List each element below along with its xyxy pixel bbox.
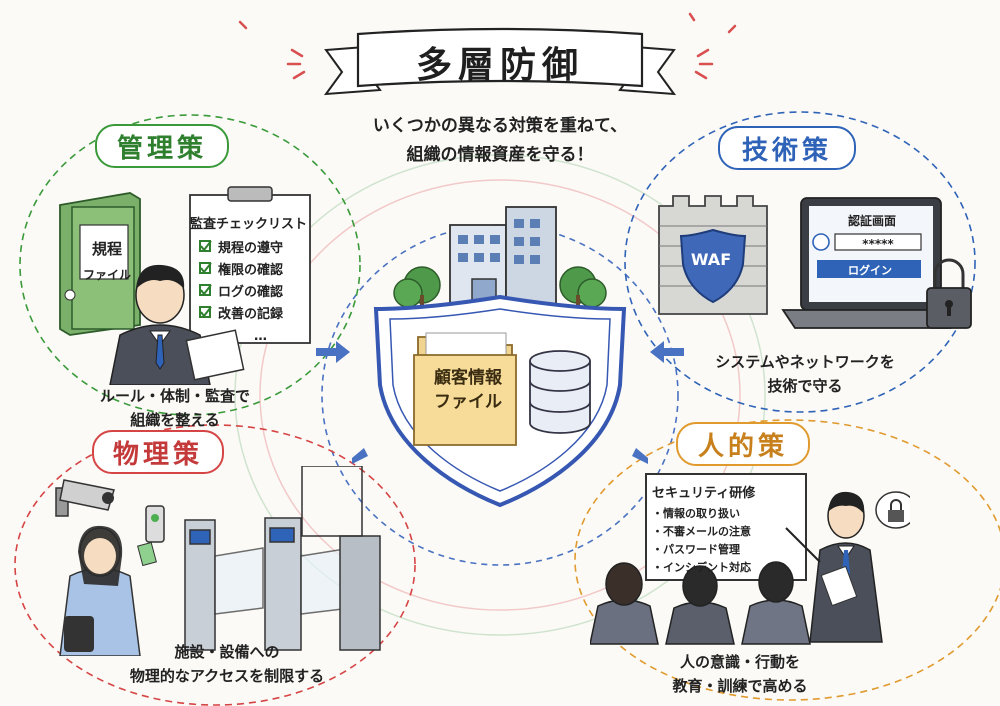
technical-label: 技術策 [718, 126, 856, 170]
board-item: ・不審メールの注意 [652, 525, 751, 538]
board-item: ・インシデント対応 [652, 561, 751, 574]
database-icon [529, 350, 591, 434]
building-icon [449, 206, 557, 306]
checklist-title: 監査チェックリスト [190, 217, 308, 232]
center-illustration [373, 206, 627, 508]
user-icon [812, 233, 830, 251]
management-circle [19, 114, 361, 416]
caption-line: 技術で守る [767, 377, 843, 395]
password-field: ***** [862, 237, 894, 251]
technical-illustration [658, 195, 972, 329]
sparkle-marks [238, 12, 737, 80]
arrow-right-bottom [632, 448, 648, 464]
board-items: ・情報の取り扱い ・不審メールの注意 ・パスワード管理 ・インシデント対応 [652, 505, 812, 577]
arrow-right-top [650, 341, 684, 363]
waf-shield-icon [679, 228, 747, 304]
binder-label: 規程 ファイル [82, 236, 132, 288]
subtitle: いくつかの異なる対策を重ねて、 組織の情報資産を守る！ [360, 112, 640, 170]
padlock-icon [926, 258, 972, 329]
board-item: ・パスワード管理 [652, 543, 740, 556]
auth-title: 認証画面 [847, 214, 896, 228]
checklist-item: ログの確認 [218, 285, 284, 300]
board-title: セキュリティ研修 [652, 486, 756, 501]
subtitle-line: 組織の情報資産を守る！ [406, 145, 594, 165]
caption-line: 人の意識・行動を [679, 653, 800, 671]
clipboard-icon [189, 186, 311, 344]
caption-line: 物理的なアクセスを制限する [129, 667, 325, 685]
checklist-more: … [254, 329, 267, 344]
physical-label: 物理策 [92, 430, 224, 474]
binder-line: 規程 [91, 240, 122, 258]
board-item: ・情報の取り扱い [652, 507, 740, 520]
laptop-icon [781, 197, 965, 329]
file-label: 顧客情報 ファイル [416, 366, 520, 414]
checklist-item: 改善の記録 [218, 307, 284, 322]
title-banner [323, 27, 677, 96]
security-gate-icon [184, 466, 381, 651]
security-camera-icon [55, 479, 115, 517]
firewall-icon [658, 195, 768, 315]
login-button: ログイン [848, 264, 892, 277]
caption-line: 組織を整える [130, 411, 220, 429]
management-caption: ルール・体制・監査で 組織を整える [70, 384, 280, 432]
technical-caption: システムやネットワークを 技術で守る [700, 350, 910, 398]
technical-circle [624, 111, 976, 413]
tree-icon [559, 266, 607, 309]
binder-icon [59, 192, 141, 336]
physical-illustration [55, 466, 381, 656]
businessman-icon [109, 264, 245, 385]
subtitle-line: いくつかの異なる対策を重ねて、 [372, 116, 628, 136]
arrow-left-bottom [352, 448, 368, 464]
checkbox-icons [199, 240, 212, 318]
human-illustration [590, 473, 910, 645]
checklist-item: 権限の確認 [218, 263, 284, 278]
trainer-icon [785, 491, 883, 643]
card-reader-icon [145, 505, 165, 543]
file-label-line: 顧客情報 [434, 368, 502, 388]
management-label: 管理策 [95, 124, 229, 168]
human-caption: 人の意識・行動を 教育・訓練で高める [640, 650, 840, 698]
page-title: 多層防御 [415, 45, 584, 86]
lock-bubble-icon [875, 491, 910, 529]
human-circle [574, 419, 1000, 701]
tree-icon [393, 266, 441, 309]
binder-line: ファイル [82, 268, 131, 282]
caption-line: ルール・体制・監査で [99, 387, 250, 405]
caption-line: 教育・訓練で高める [672, 677, 808, 695]
employee-icon [59, 525, 157, 656]
arrow-left-top [316, 341, 350, 363]
human-label: 人的策 [676, 422, 810, 466]
checklist: 規程の遵守 権限の確認 ログの確認 改善の記録 … [218, 238, 318, 348]
file-label-line: ファイル [434, 392, 502, 412]
caption-line: システムやネットワークを [715, 353, 895, 371]
caption-line: 施設・設備への [174, 643, 280, 661]
waf-badge: WAF [690, 250, 732, 269]
physical-circle [14, 424, 416, 706]
audience-icon [590, 561, 811, 645]
management-illustration [59, 186, 311, 385]
folder-icon [413, 332, 517, 446]
physical-caption: 施設・設備への 物理的なアクセスを制限する [112, 640, 342, 688]
checklist-item: 規程の遵守 [218, 241, 284, 256]
arrows [316, 341, 684, 464]
